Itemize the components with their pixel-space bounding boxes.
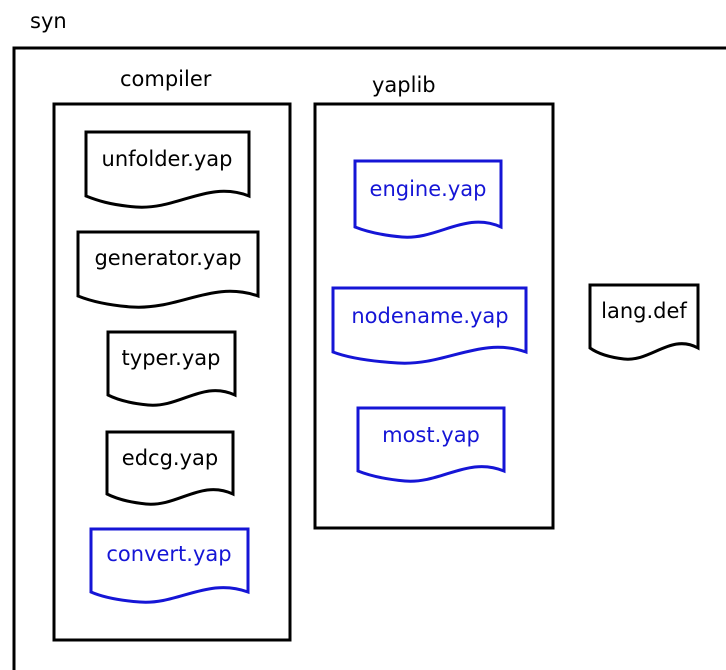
compiler-label: compiler: [120, 67, 212, 91]
yaplib-frame: [313, 102, 555, 530]
document-icon: [76, 230, 260, 309]
yaplib-label: yaplib: [372, 73, 436, 97]
file-name: typer.yap: [122, 346, 221, 370]
file-most[interactable]: most.yap: [356, 406, 506, 483]
document-icon: [84, 130, 251, 209]
file-lang-def[interactable]: lang.def: [588, 283, 700, 361]
file-edcg[interactable]: edcg.yap: [105, 430, 235, 506]
document-icon: [105, 430, 235, 506]
compiler-folder: compiler: [52, 67, 292, 642]
file-name: generator.yap: [94, 246, 241, 270]
file-name: convert.yap: [106, 542, 231, 566]
file-generator[interactable]: generator.yap: [76, 230, 260, 309]
syn-label: syn: [30, 9, 67, 33]
syn-frame: [12, 46, 726, 670]
document-icon: [588, 283, 700, 361]
document-icon: [106, 330, 237, 407]
file-name: nodename.yap: [351, 304, 508, 328]
file-name: unfolder.yap: [102, 147, 233, 171]
document-icon: [356, 406, 506, 483]
file-name: lang.def: [601, 299, 687, 323]
file-nodename[interactable]: nodename.yap: [331, 286, 528, 365]
syn-folder: syn: [12, 9, 726, 670]
document-icon: [331, 286, 528, 365]
file-typer[interactable]: typer.yap: [106, 330, 237, 407]
file-convert[interactable]: convert.yap: [89, 527, 250, 604]
yaplib-folder: yaplib: [313, 73, 555, 530]
file-name: engine.yap: [370, 177, 487, 201]
file-engine[interactable]: engine.yap: [353, 159, 503, 239]
file-name: edcg.yap: [122, 446, 218, 470]
file-name: most.yap: [382, 423, 480, 447]
document-icon: [89, 527, 250, 604]
compiler-frame: [52, 102, 292, 642]
document-icon: [353, 159, 503, 239]
file-unfolder[interactable]: unfolder.yap: [84, 130, 251, 209]
